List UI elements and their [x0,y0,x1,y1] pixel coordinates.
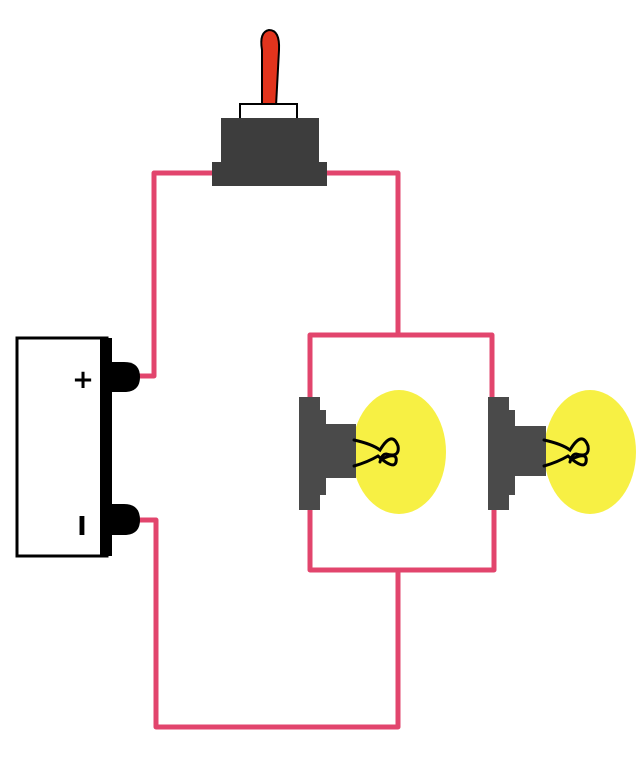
wire-return-to-battery-negative [135,517,401,730]
wire-switch-to-junction [319,170,401,336]
battery-terminal-plate [100,338,112,556]
toggle-switch [212,28,327,186]
battery-negative-label: I [77,512,87,542]
battery-positive-terminal-icon [112,362,140,392]
battery: + I [15,336,140,558]
wires [135,170,497,730]
bulb-right-socket-icon [488,397,515,510]
battery-positive-label: + [72,365,94,395]
switch-lever-icon [260,28,281,107]
bulb-left-socket-neck [322,424,356,478]
switch-collar [239,103,298,121]
bulb-right [488,390,636,514]
switch-body [221,118,319,170]
bulb-right-socket-neck [512,426,546,476]
battery-negative-terminal-icon [112,504,140,535]
bulb-right-glass [544,390,636,514]
wire-battery-positive-to-switch [135,170,219,379]
wire-parallel-top-rail [307,332,495,400]
wire-parallel-bottom-rail [307,507,497,573]
bulb-left-filament-icon [352,437,400,468]
bulb-right-filament-icon [542,437,590,468]
bulb-left-socket-icon [299,397,326,510]
bulb-left [299,390,446,514]
switch-base [212,162,327,186]
